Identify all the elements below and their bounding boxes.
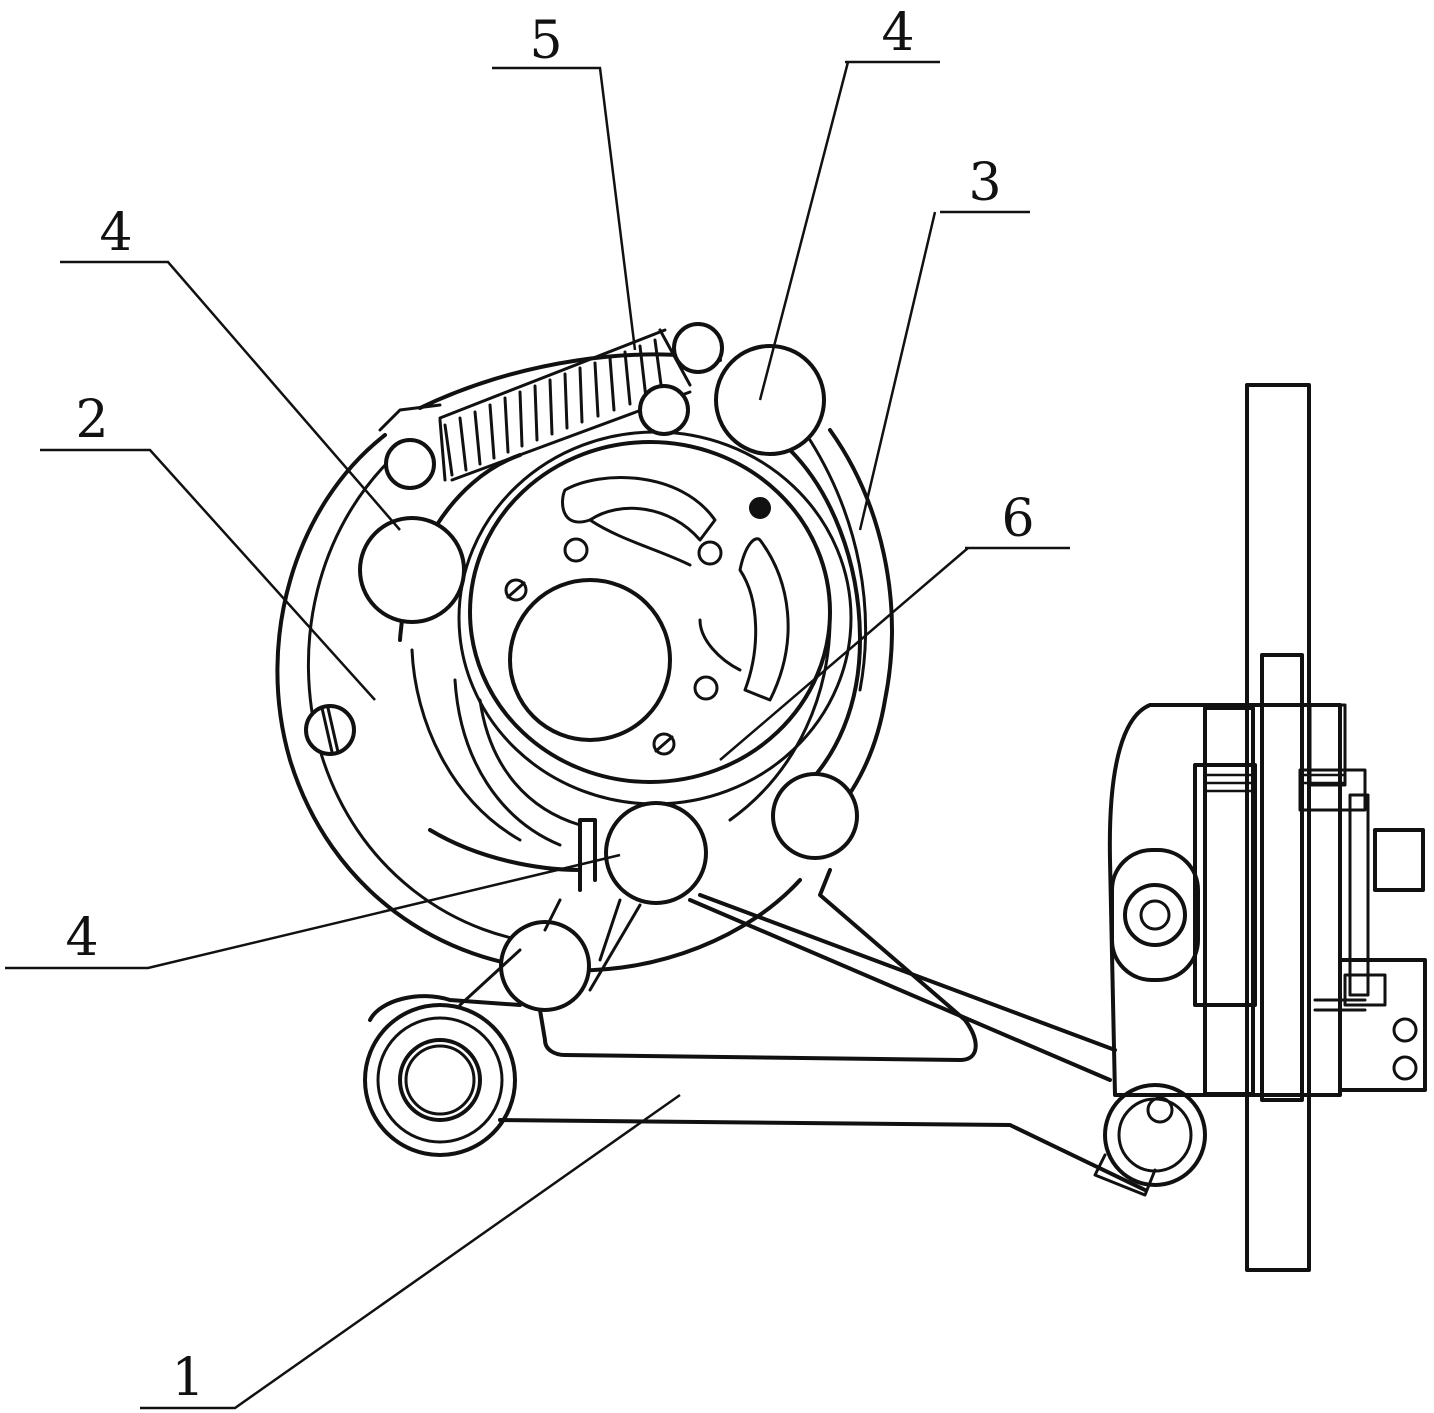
hub-plate	[457, 430, 853, 806]
label-3: 3	[968, 153, 1001, 213]
label-4-bottom: 4	[65, 908, 98, 968]
leader-lines	[5, 60, 1070, 1410]
spring	[378, 328, 692, 482]
caliper-assembly	[1093, 383, 1427, 1272]
label-4-left: 4	[99, 203, 132, 263]
swing-arm	[363, 818, 1147, 1192]
label-2: 2	[75, 390, 108, 450]
reference-labels: 1 2 3 4 4 4 5 6	[65, 3, 1034, 1408]
label-5: 5	[529, 11, 562, 71]
roller-group	[358, 322, 859, 1012]
label-6: 6	[1001, 489, 1034, 549]
base-disc	[275, 352, 894, 973]
label-1: 1	[171, 1348, 204, 1408]
label-4-top: 4	[881, 3, 914, 63]
